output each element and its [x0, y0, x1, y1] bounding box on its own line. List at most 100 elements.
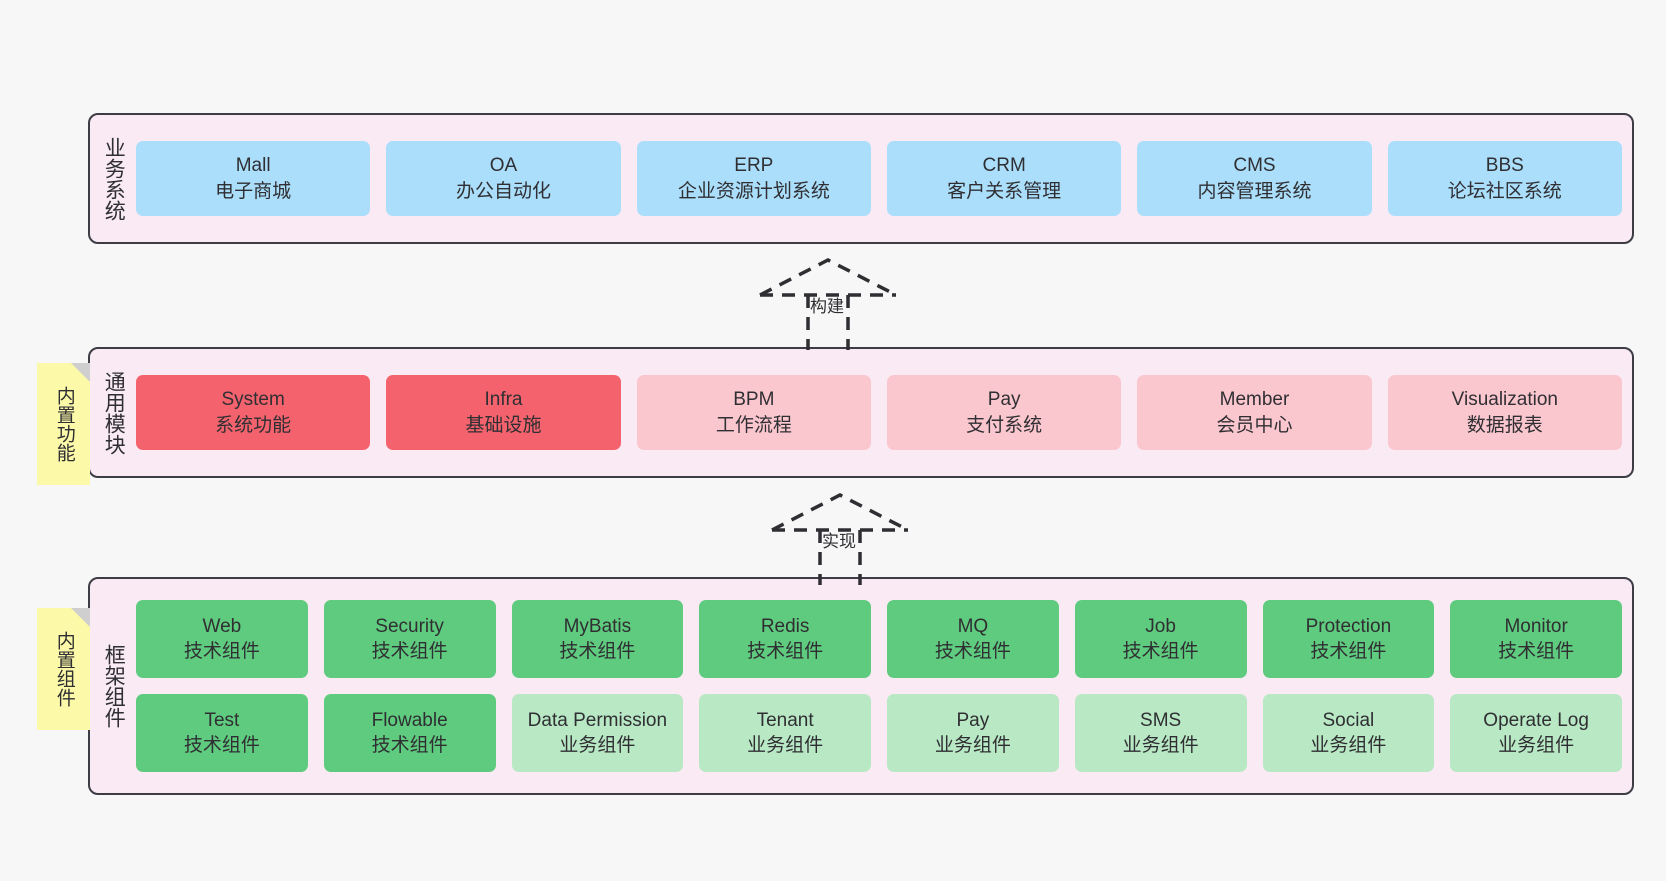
card-member[interactable]: Member 会员中心	[1137, 375, 1372, 450]
layer-body-framework-components: Web 技术组件 Security 技术组件 MyBatis 技术组件 Redi…	[136, 579, 1632, 793]
card-title: MQ	[957, 615, 989, 637]
layer-framework-components: 框架组件 Web 技术组件 Security 技术组件 MyBatis 技术组件…	[88, 577, 1634, 795]
card-subtitle: 业务组件	[559, 735, 636, 756]
card-title: Test	[204, 709, 240, 731]
card-operate-log[interactable]: Operate Log 业务组件	[1450, 694, 1622, 772]
card-subtitle: 会员中心	[1216, 414, 1293, 436]
card-mq[interactable]: MQ 技术组件	[887, 600, 1059, 678]
card-subtitle: 基础设施	[465, 414, 542, 436]
card-subtitle: 技术组件	[183, 641, 260, 662]
layer-label-framework-components: 框架组件	[102, 644, 126, 728]
card-subtitle: 技术组件	[747, 641, 824, 662]
card-crm[interactable]: CRM 客户关系管理	[886, 141, 1122, 216]
connector-build: 构建	[750, 250, 920, 350]
card-title: Visualization	[1451, 389, 1558, 411]
card-title: Redis	[760, 615, 810, 637]
connector-label-build: 构建	[810, 297, 844, 316]
card-title: Monitor	[1504, 615, 1568, 637]
card-title: OA	[489, 155, 518, 177]
card-cms[interactable]: CMS 内容管理系统	[1137, 141, 1372, 216]
card-subtitle: 工作流程	[715, 414, 792, 436]
card-title: ERP	[734, 155, 774, 177]
card-mybatis[interactable]: MyBatis 技术组件	[511, 600, 684, 678]
card-subtitle: 业务组件	[934, 735, 1011, 756]
layer-body-business-systems: Mall 电子商城 OA 办公自动化 ERP 企业资源计划系统 CRM 客户关系…	[136, 115, 1632, 242]
card-infra[interactable]: Infra 基础设施	[386, 375, 621, 450]
sticky-fold-icon	[71, 608, 90, 627]
card-pay-component[interactable]: Pay 业务组件	[887, 694, 1059, 772]
card-subtitle: 技术组件	[371, 641, 448, 662]
card-subtitle: 数据报表	[1466, 414, 1543, 436]
card-mall[interactable]: Mall 电子商城	[136, 141, 371, 216]
sticky-note-builtin-components: 内置组件	[37, 608, 90, 730]
card-subtitle: 技术组件	[1122, 641, 1199, 662]
card-title: Mall	[235, 155, 271, 177]
card-oa[interactable]: OA 办公自动化	[386, 141, 621, 216]
card-erp[interactable]: ERP 企业资源计划系统	[636, 141, 871, 216]
card-subtitle: 业务组件	[1498, 735, 1575, 756]
card-test[interactable]: Test 技术组件	[136, 694, 308, 772]
card-tenant[interactable]: Tenant 业务组件	[699, 694, 871, 772]
card-subtitle: 电子商城	[215, 180, 292, 202]
card-protection[interactable]: Protection 技术组件	[1262, 600, 1435, 678]
generalization-arrow-icon	[759, 258, 897, 350]
card-title: Social	[1322, 709, 1375, 731]
card-security[interactable]: Security 技术组件	[323, 600, 496, 678]
layer-common-modules: 通用模块 System 系统功能 Infra 基础设施 BPM 工作流程 Pay…	[88, 347, 1634, 478]
sticky-note-label: 内置组件	[53, 631, 75, 707]
card-title: Data Permission	[527, 709, 668, 731]
card-job[interactable]: Job 技术组件	[1074, 600, 1247, 678]
card-title: Infra	[484, 389, 523, 411]
card-flowable[interactable]: Flowable 技术组件	[323, 694, 496, 772]
card-title: BPM	[733, 389, 775, 411]
card-subtitle: 内容管理系统	[1197, 180, 1312, 202]
card-pay-module[interactable]: Pay 支付系统	[886, 375, 1122, 450]
connector-label-implement: 实现	[822, 532, 856, 551]
card-subtitle: 业务组件	[1122, 735, 1199, 756]
card-title: SMS	[1140, 709, 1182, 731]
layer-business-systems: 业务系统 Mall 电子商城 OA 办公自动化 ERP 企业资源计划系统 CRM…	[88, 113, 1634, 244]
card-title: Pay	[987, 389, 1021, 411]
card-subtitle: 技术组件	[559, 641, 636, 662]
card-bpm[interactable]: BPM 工作流程	[636, 375, 871, 450]
card-subtitle: 支付系统	[966, 414, 1043, 436]
card-title: System	[221, 389, 285, 411]
layer-body-common-modules: System 系统功能 Infra 基础设施 BPM 工作流程 Pay 支付系统…	[136, 349, 1632, 476]
card-title: Flowable	[371, 709, 448, 731]
layer-label-common-modules: 通用模块	[102, 370, 126, 455]
card-title: BBS	[1485, 155, 1524, 177]
card-title: Web	[202, 615, 242, 637]
card-web[interactable]: Web 技术组件	[136, 600, 308, 678]
card-title: Pay	[956, 709, 990, 731]
card-subtitle: 技术组件	[371, 735, 448, 756]
connector-implement: 实现	[762, 485, 932, 585]
card-row: Test 技术组件 Flowable 技术组件 Data Permission …	[136, 694, 1622, 772]
card-visualization[interactable]: Visualization 数据报表	[1387, 375, 1622, 450]
card-subtitle: 论坛社区系统	[1447, 180, 1562, 202]
card-bbs[interactable]: BBS 论坛社区系统	[1387, 141, 1622, 216]
card-subtitle: 业务组件	[1310, 735, 1387, 756]
card-subtitle: 技术组件	[183, 735, 260, 756]
card-title: Protection	[1305, 615, 1392, 637]
card-title: CMS	[1233, 155, 1276, 177]
card-title: Job	[1145, 615, 1176, 637]
card-sms[interactable]: SMS 业务组件	[1074, 694, 1247, 772]
card-subtitle: 技术组件	[1498, 641, 1575, 662]
card-monitor[interactable]: Monitor 技术组件	[1450, 600, 1622, 678]
card-social[interactable]: Social 业务组件	[1262, 694, 1435, 772]
sticky-note-builtin-features: 内置功能	[37, 363, 90, 485]
card-title: CRM	[982, 155, 1026, 177]
card-subtitle: 技术组件	[934, 641, 1011, 662]
card-redis[interactable]: Redis 技术组件	[699, 600, 871, 678]
card-subtitle: 客户关系管理	[947, 180, 1062, 202]
card-title: Operate Log	[1483, 709, 1589, 731]
card-subtitle: 业务组件	[747, 735, 824, 756]
card-title: Tenant	[756, 709, 814, 731]
card-subtitle: 技术组件	[1310, 641, 1387, 662]
card-row: System 系统功能 Infra 基础设施 BPM 工作流程 Pay 支付系统…	[136, 375, 1622, 450]
card-system[interactable]: System 系统功能	[136, 375, 371, 450]
card-subtitle: 系统功能	[215, 414, 292, 436]
card-data-permission[interactable]: Data Permission 业务组件	[511, 694, 684, 772]
generalization-arrow-icon	[771, 493, 909, 585]
